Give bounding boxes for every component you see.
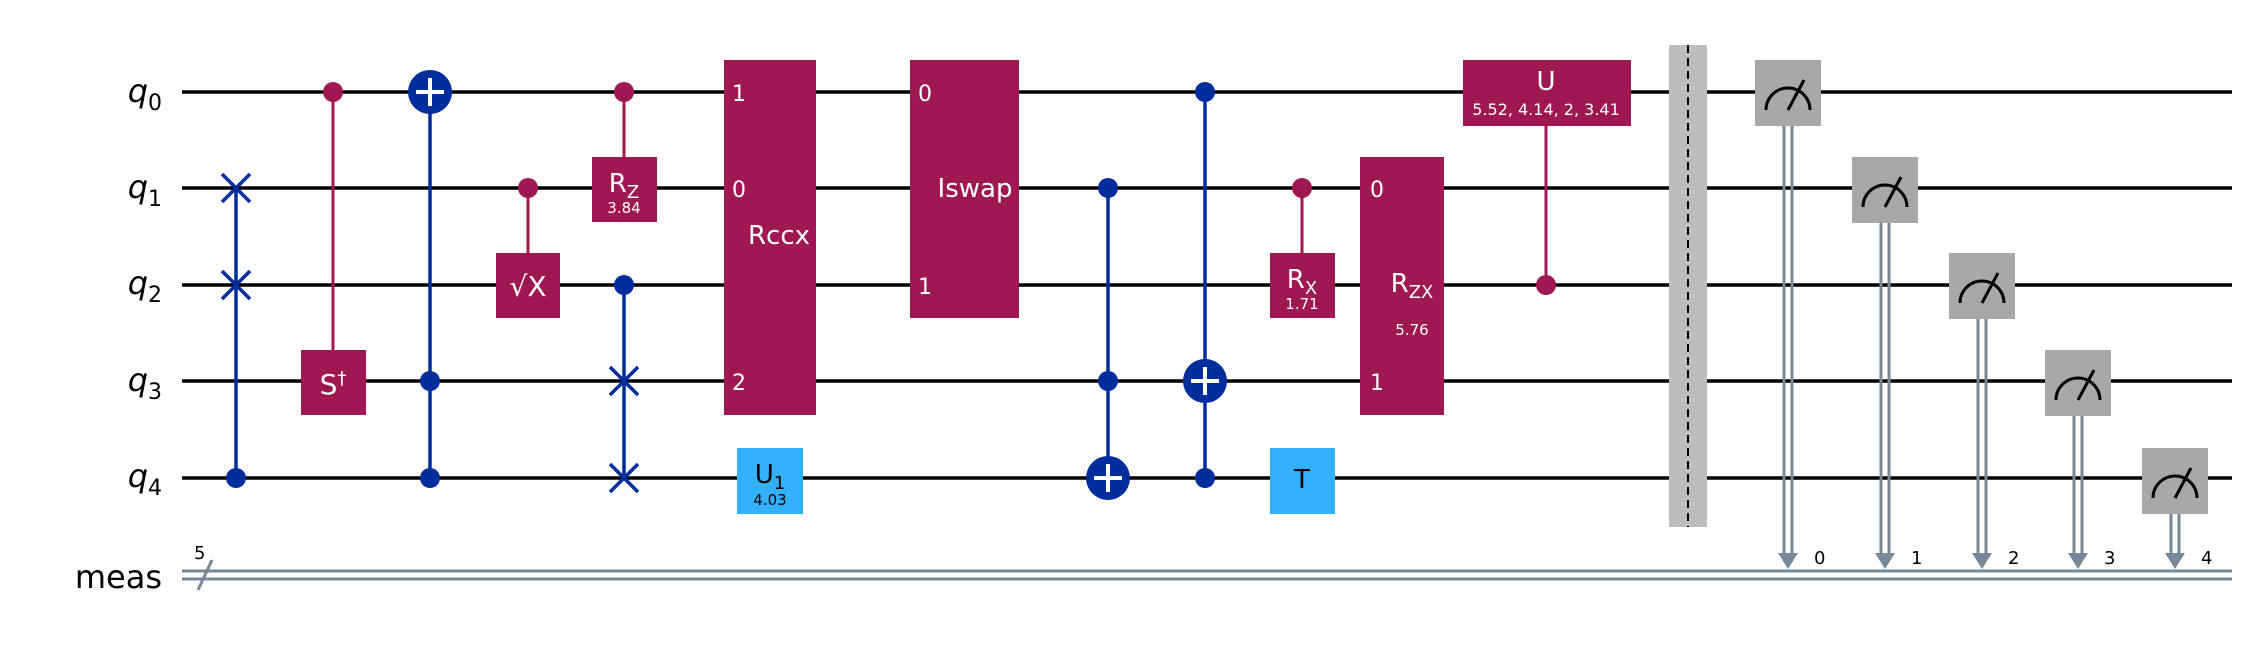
controlled-sdg-gate: S† — [301, 82, 366, 415]
control-dot-q1 — [518, 178, 538, 198]
control-dot-q3 — [1098, 371, 1118, 391]
svg-text:S†: S† — [320, 368, 347, 401]
control-dot-q4 — [1195, 468, 1215, 488]
toffoli-gate-2 — [1086, 178, 1130, 500]
measure-q0: 0 — [1755, 60, 1825, 569]
measure-bit-label: 2 — [2008, 548, 2019, 569]
rccx-box — [724, 60, 816, 415]
iswap-gate: Iswap 0 1 — [910, 60, 1019, 318]
control-dot-q0 — [614, 82, 634, 102]
iswap-pin-q0: 0 — [918, 82, 932, 107]
svg-text:1.71: 1.71 — [1285, 295, 1318, 313]
controlled-rz-gate: RZ 3.84 — [592, 82, 657, 222]
control-dot-q4 — [226, 468, 246, 488]
measure-bit-label: 0 — [1814, 548, 1825, 569]
control-dot-q0 — [323, 82, 343, 102]
svg-text:√X: √X — [509, 270, 546, 303]
u1-gate: U1 4.03 — [737, 448, 803, 514]
rccx-pin-q3: 2 — [732, 371, 746, 396]
qubit-label-0: q0 — [128, 72, 162, 116]
iswap-box — [910, 60, 1019, 318]
qubit-label-1: q1 — [128, 168, 162, 212]
control-dot-q1 — [1098, 178, 1118, 198]
rccx-pin-q1: 0 — [732, 178, 746, 203]
control-dot-q1 — [1292, 178, 1312, 198]
classical-register-size: 5 — [194, 543, 205, 564]
measure-q2: 2 — [1949, 253, 2019, 569]
toffoli-gate-3 — [1183, 82, 1227, 488]
measure-bit-label: 1 — [1911, 548, 1922, 569]
u-box — [1463, 60, 1631, 126]
meter-box — [1755, 60, 1821, 126]
controlled-swap-gate — [608, 275, 640, 494]
control-dot-q2 — [1536, 275, 1556, 295]
swap-gate-1 — [220, 172, 252, 488]
rzx-box — [1360, 157, 1444, 415]
svg-text:U: U — [1536, 67, 1555, 97]
rzx-pin-q1: 0 — [1370, 178, 1384, 203]
svg-text:3.84: 3.84 — [607, 199, 640, 217]
svg-text:RZX: RZX — [1391, 269, 1434, 303]
iswap-pin-q2: 1 — [918, 275, 932, 300]
meter-box — [2045, 350, 2111, 416]
qubit-label-3: q3 — [128, 361, 162, 405]
sx-box — [496, 253, 560, 318]
meter-box — [2142, 448, 2208, 514]
t-gate: T — [1270, 448, 1335, 514]
classical-register-label: meas — [75, 558, 162, 596]
u1-box — [737, 448, 803, 514]
rzx-gate: RZX 5.76 0 1 — [1360, 157, 1444, 415]
svg-text:5.76: 5.76 — [1395, 321, 1428, 339]
controlled-sx-gate: √X — [496, 178, 560, 318]
controlled-rx-gate: RX 1.71 — [1270, 178, 1335, 318]
qubit-wires — [182, 90, 2232, 480]
classical-wire: 5 — [182, 543, 2232, 591]
control-dot-q3 — [420, 371, 440, 391]
meter-box — [1949, 253, 2015, 319]
measure-q3: 3 — [2045, 350, 2115, 569]
measure-q1: 1 — [1852, 157, 1922, 569]
control-dot-q0 — [1195, 82, 1215, 102]
svg-text:RZ: RZ — [609, 169, 639, 203]
svg-text:5.52, 4.14, 2, 3.41: 5.52, 4.14, 2, 3.41 — [1472, 100, 1620, 119]
barrier — [1669, 45, 1707, 527]
meter-box — [1852, 157, 1918, 223]
controlled-u-gate: U 5.52, 4.14, 2, 3.41 — [1463, 60, 1631, 295]
measure-bit-label: 3 — [2104, 548, 2115, 569]
svg-text:4.03: 4.03 — [753, 491, 786, 509]
rccx-gate: Rccx 1 0 2 — [724, 60, 816, 415]
svg-text:RX: RX — [1287, 265, 1317, 299]
rzx-pin-q3: 1 — [1370, 371, 1384, 396]
sdg-box — [301, 350, 366, 415]
t-box — [1270, 448, 1335, 514]
qubit-label-4: q4 — [128, 457, 162, 501]
svg-text:T: T — [1293, 465, 1310, 495]
rccx-pin-q0: 1 — [732, 82, 746, 107]
rz-box — [592, 157, 657, 222]
qubit-label-2: q2 — [128, 264, 162, 308]
svg-text:U1: U1 — [755, 460, 785, 494]
bus-slash — [196, 559, 214, 591]
toffoli-gate — [408, 70, 452, 488]
svg-text:Iswap: Iswap — [938, 174, 1013, 204]
measure-bit-label: 4 — [2201, 548, 2212, 569]
register-labels: q0 q1 q2 q3 q4 meas — [75, 72, 162, 596]
svg-text:Rccx: Rccx — [748, 221, 810, 251]
rx-box — [1270, 253, 1335, 318]
measure-q4: 4 — [2142, 448, 2212, 569]
control-dot-q4 — [420, 468, 440, 488]
control-dot-q2 — [614, 275, 634, 295]
